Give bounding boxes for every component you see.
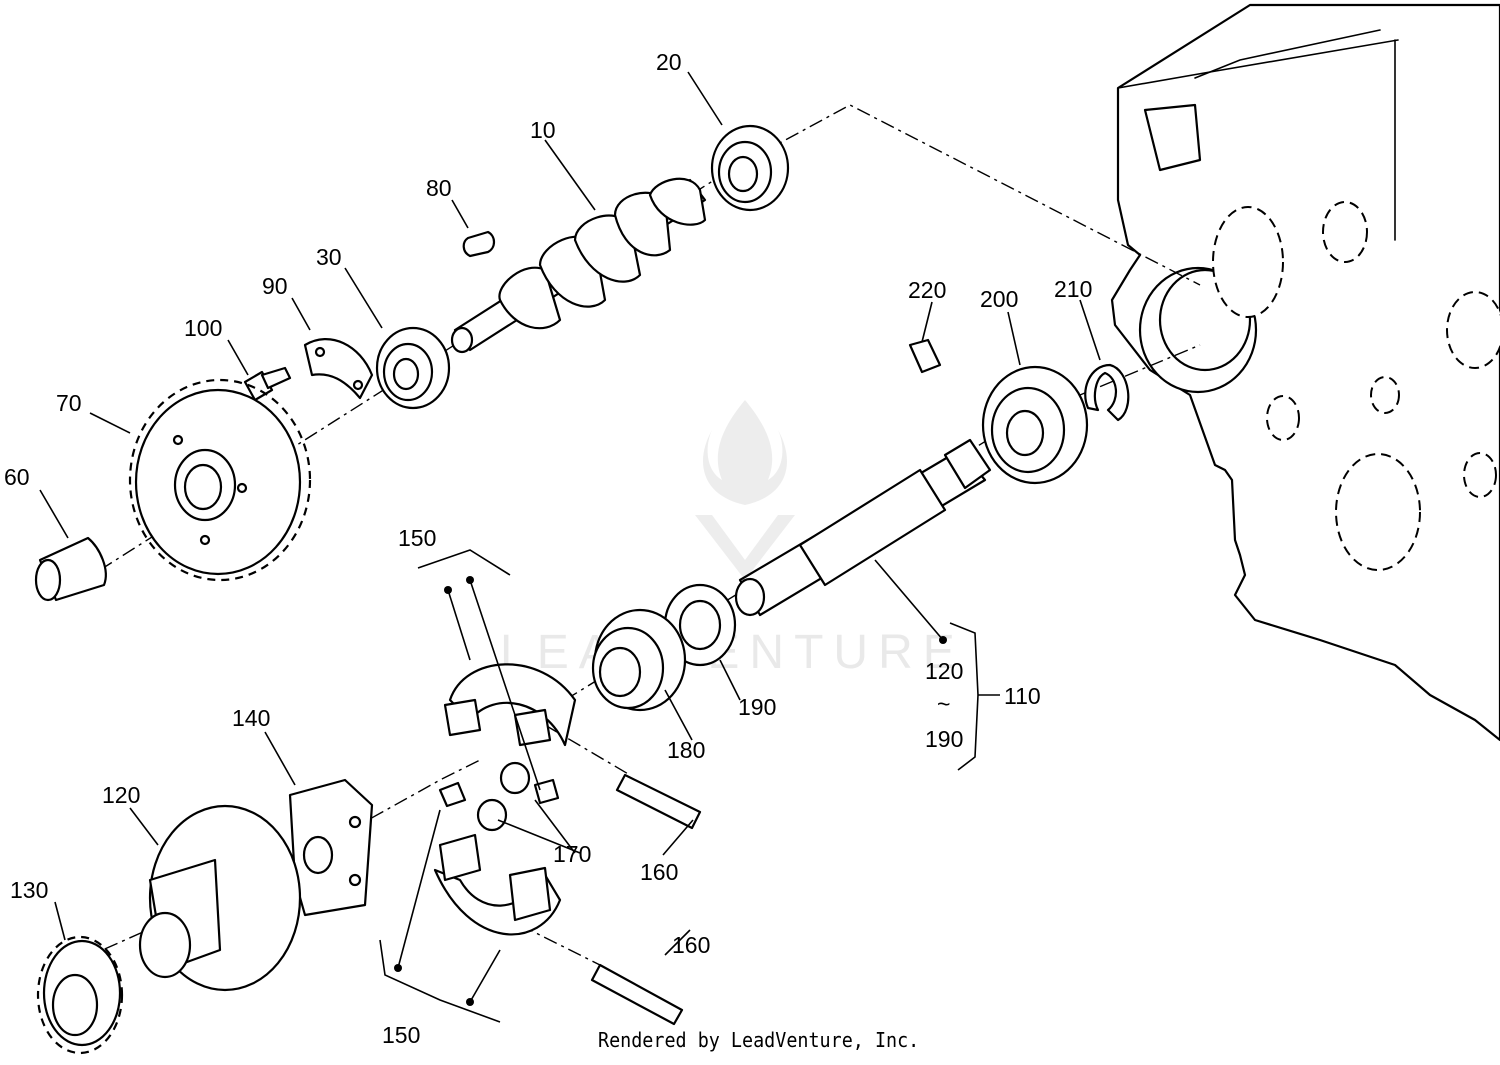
engine-block-hole-4 [1266,395,1300,441]
part-110-governor-shaft[interactable] [734,438,992,617]
callout-20: 20 [656,49,682,75]
part-70-gear[interactable] [128,378,312,582]
engine-block-hole-large [1212,206,1284,318]
part-150-weight-upper[interactable] [443,663,577,747]
engine-block-hole-1 [1322,201,1368,263]
callout-70: 70 [56,390,82,416]
part-30-bearing[interactable] [375,326,451,410]
callout-180: 180 [667,737,705,763]
callout-10: 10 [530,117,556,143]
callout-numbers: 10 20 30 60 70 80 90 100 110 120 ~ 190 1… [4,49,1092,1048]
engine-block-hole-6 [1463,452,1497,498]
part-200-bearing[interactable] [981,365,1089,485]
callout-100: 100 [184,315,222,341]
callout-leaders [39,71,1101,1023]
watermark-flame-icon [702,400,788,505]
part-180-sleeve[interactable] [591,608,687,712]
callout-90: 90 [262,273,288,299]
callout-190-range-end: 190 [925,726,963,752]
engine-block-hole-5 [1335,453,1421,571]
part-170-rollers[interactable] [438,761,560,832]
part-140-plate[interactable] [288,778,374,917]
part-10-camshaft[interactable] [450,177,707,354]
callout-200: 200 [980,286,1018,312]
engine-block-top-rib [1194,29,1381,79]
callout-150-lower: 150 [382,1022,420,1048]
part-150-weight-lower[interactable] [433,833,562,936]
callout-120-range-start: 120 [925,658,963,684]
engine-block-hole-2 [1446,291,1500,369]
pin-axis-line-lower [519,924,601,966]
watermark-v-icon [695,515,795,580]
callout-60: 60 [4,464,30,490]
camshaft-axis-line [99,104,1201,571]
callout-160-upper: 160 [640,859,678,885]
pin-axis-line-upper [544,724,631,776]
callout-120: 120 [102,782,140,808]
part-210-snap-ring[interactable] [1084,363,1130,422]
render-credit: Rendered by LeadVenture, Inc. [598,1028,920,1052]
part-160-pin-upper[interactable] [615,773,702,830]
callout-80: 80 [426,175,452,201]
part-220-screw[interactable] [908,338,942,374]
part-60-bushing[interactable] [34,536,107,602]
watermark: LEADVENTURE [500,400,955,679]
part-120-gear-housing[interactable] [138,804,302,992]
callout-140: 140 [232,705,270,731]
callout-range-separator: ~ [937,691,950,717]
callout-170: 170 [553,841,591,867]
callout-220: 220 [908,277,946,303]
callout-110: 110 [1004,683,1041,709]
callout-210: 210 [1054,276,1092,302]
callout-30: 30 [316,244,342,270]
callout-130: 130 [10,877,48,903]
part-20-bearing[interactable] [710,124,790,212]
engine-block [1110,3,1500,742]
part-80-key[interactable] [462,230,496,258]
engine-block-hole-3 [1370,376,1400,414]
part-160-pin-lower[interactable] [590,963,684,1026]
callout-190: 190 [738,694,776,720]
part-90-retainer[interactable] [303,338,374,400]
callout-160-lower: 160 [672,932,710,958]
engine-block-window [1143,103,1202,172]
callout-150-upper: 150 [398,525,436,551]
part-130-pinion-gear[interactable] [36,935,124,1055]
